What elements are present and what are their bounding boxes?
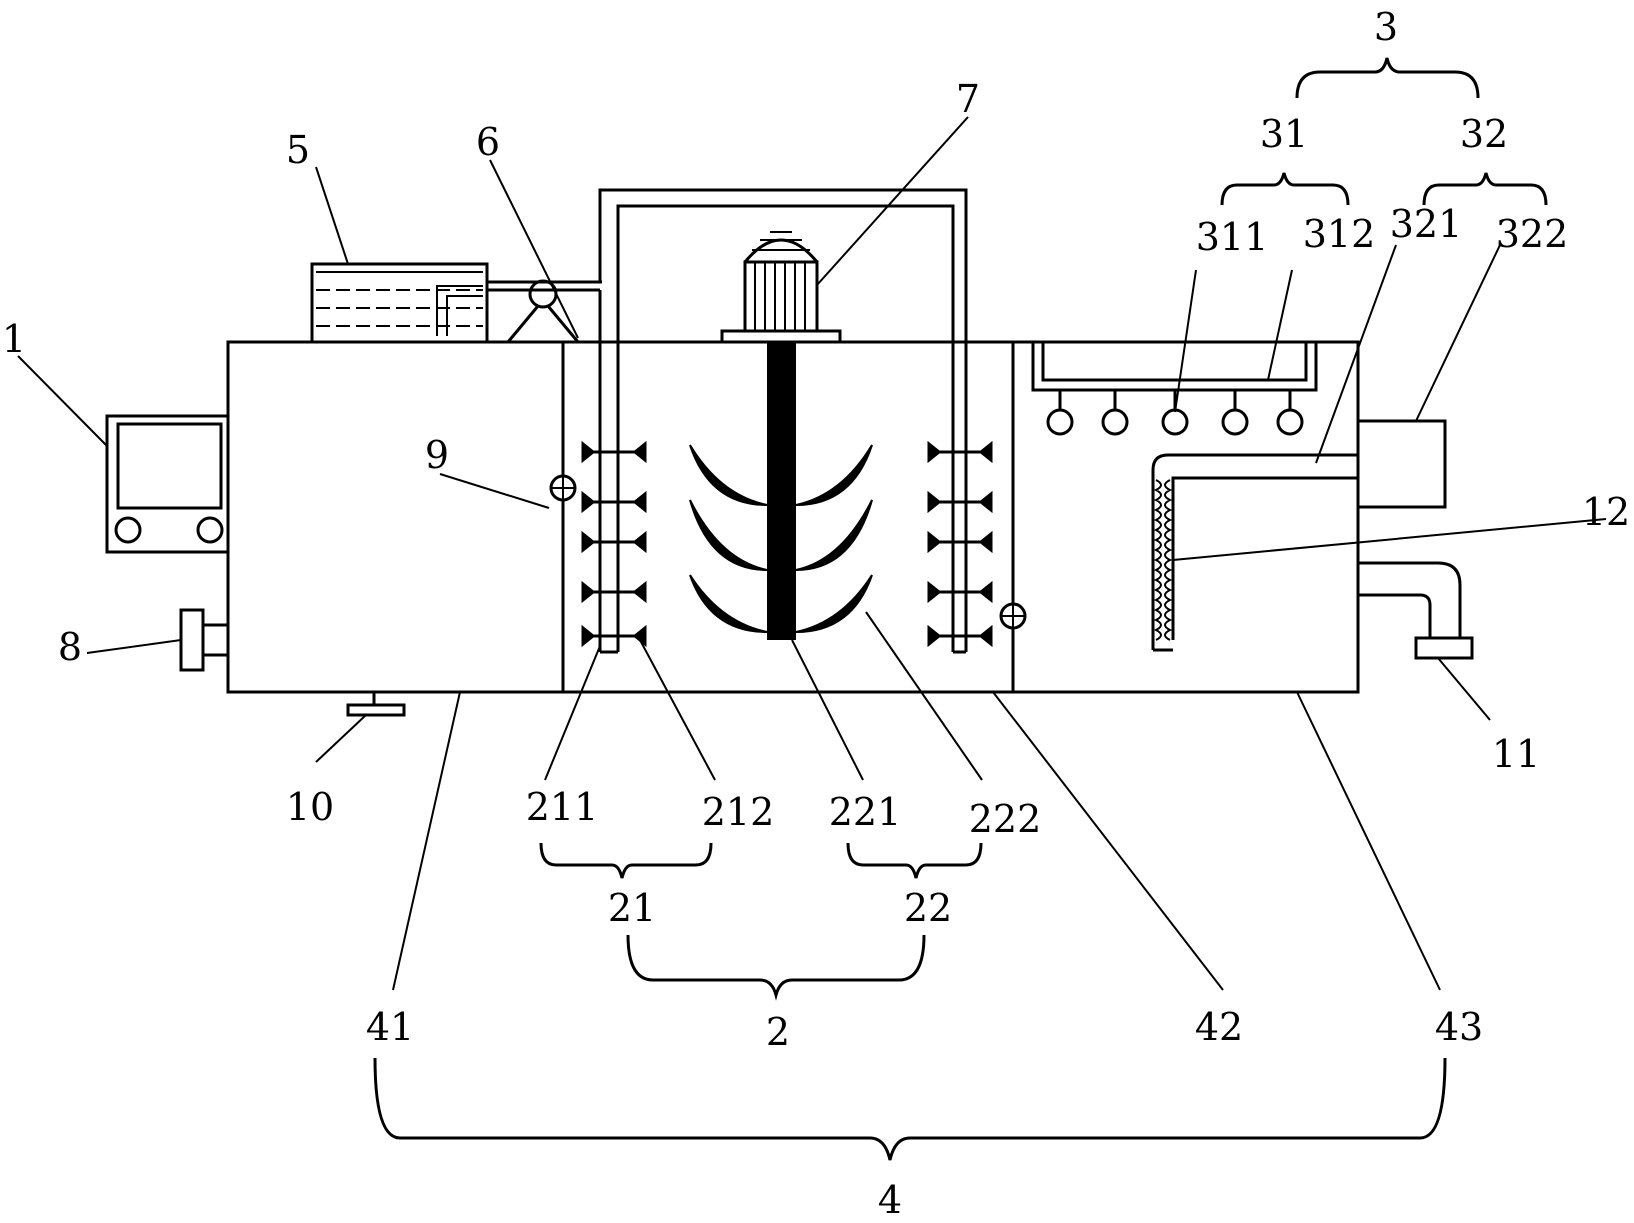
bottom-drain (346, 692, 406, 717)
label-12: 12 (1582, 490, 1630, 534)
label-221: 221 (829, 790, 902, 834)
label-41: 41 (366, 1005, 414, 1049)
reagent-box (310, 262, 489, 344)
right-nozzle-array (927, 440, 993, 648)
blower-box (1356, 419, 1447, 509)
label-5: 5 (286, 128, 310, 172)
label-32: 32 (1460, 112, 1508, 156)
label-8: 8 (58, 625, 82, 669)
control-panel (105, 414, 230, 554)
label-22: 22 (904, 886, 952, 930)
label-211: 211 (526, 785, 599, 829)
label-11: 11 (1492, 732, 1540, 776)
label-222: 222 (969, 797, 1042, 841)
label-9: 9 (425, 433, 449, 477)
label-212: 212 (702, 790, 775, 834)
label-7: 7 (956, 77, 980, 121)
valve-symbols (549, 474, 1027, 630)
outlet-pipe (1358, 561, 1474, 660)
label-3: 3 (1374, 5, 1398, 49)
label-10: 10 (286, 785, 334, 829)
label-322: 322 (1496, 212, 1569, 256)
label-321: 321 (1390, 202, 1463, 246)
filter-element (1151, 453, 1358, 652)
reference-labels: 1 2 3 4 5 6 7 8 9 10 11 12 21 22 31 32 4… (2, 5, 1630, 1222)
label-1: 1 (2, 317, 26, 361)
label-21: 21 (608, 886, 656, 930)
label-43: 43 (1435, 1005, 1483, 1049)
label-4: 4 (878, 1178, 902, 1222)
label-311: 311 (1196, 215, 1269, 259)
label-2: 2 (766, 1010, 790, 1054)
label-31: 31 (1260, 112, 1308, 156)
pump-and-pipe (487, 188, 968, 654)
inlet-valve (179, 608, 230, 672)
label-6: 6 (476, 120, 500, 164)
left-nozzle-array (581, 440, 647, 648)
stirring-motor (720, 231, 842, 640)
spray-assembly (1031, 342, 1318, 436)
label-42: 42 (1195, 1005, 1243, 1049)
grouping-braces (373, 57, 1548, 1161)
stirring-blades (689, 444, 873, 633)
leader-lines (17, 116, 1607, 991)
label-312: 312 (1303, 212, 1376, 256)
